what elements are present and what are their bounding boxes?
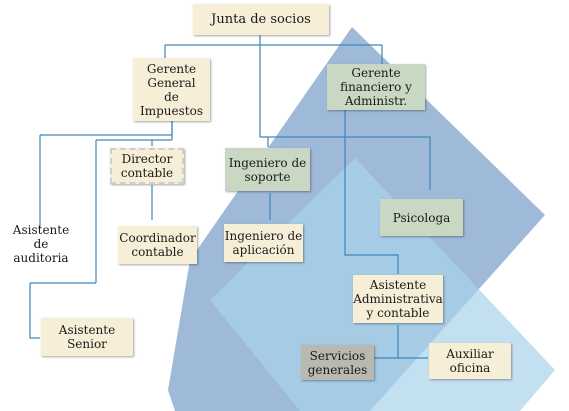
node-servicios-generales: Servicios generales xyxy=(301,345,374,380)
connector-right-bus xyxy=(260,136,431,190)
node-label: Asistente Administrativa y contable xyxy=(353,278,443,320)
connector-lines xyxy=(29,35,431,359)
node-gerente-general: Gerente General de Impuestos xyxy=(133,58,210,121)
node-label: Ingeniero de aplicación xyxy=(224,229,303,257)
node-ingeniero-aplicacion: Ingeniero de aplicación xyxy=(224,224,303,262)
node-asistente-administrativa: Asistente Administrativa y contable xyxy=(353,275,443,323)
connector-gerente-general-2 xyxy=(29,121,173,339)
node-label: Director contable xyxy=(120,152,174,180)
node-auxiliar-oficina: Auxiliar oficina xyxy=(429,343,511,379)
node-label: Asistente de auditoria xyxy=(12,223,70,265)
node-label: Servicios generales xyxy=(307,348,368,377)
connector-junta-bus xyxy=(164,35,383,65)
node-ingeniero-soporte: Ingeniero de soporte xyxy=(225,148,310,191)
node-label: Psicologa xyxy=(392,210,451,225)
node-label: Auxiliar oficina xyxy=(446,347,494,375)
node-label: Junta de socios xyxy=(211,11,311,27)
node-label: Asistente Senior xyxy=(58,323,116,351)
node-junta-de-socios: Junta de socios xyxy=(193,4,329,35)
node-label: Gerente General de Impuestos xyxy=(140,61,203,118)
node-asistente-senior: Asistente Senior xyxy=(41,318,133,356)
node-label: Ingeniero de soporte xyxy=(228,155,307,184)
connector-gerente-financiero xyxy=(344,110,399,274)
node-label: Gerente financiero y Administr. xyxy=(340,66,412,108)
node-coordinador-contable: Coordinador contable xyxy=(118,226,197,264)
node-director-contable: Director contable xyxy=(110,148,184,184)
node-asistente-auditoria: Asistente de auditoria xyxy=(4,223,78,265)
node-psicologa: Psicologa xyxy=(380,199,463,236)
connector-asistente-admin xyxy=(368,325,428,359)
node-gerente-financiero: Gerente financiero y Administr. xyxy=(327,64,425,110)
node-label: Coordinador contable xyxy=(119,231,196,259)
